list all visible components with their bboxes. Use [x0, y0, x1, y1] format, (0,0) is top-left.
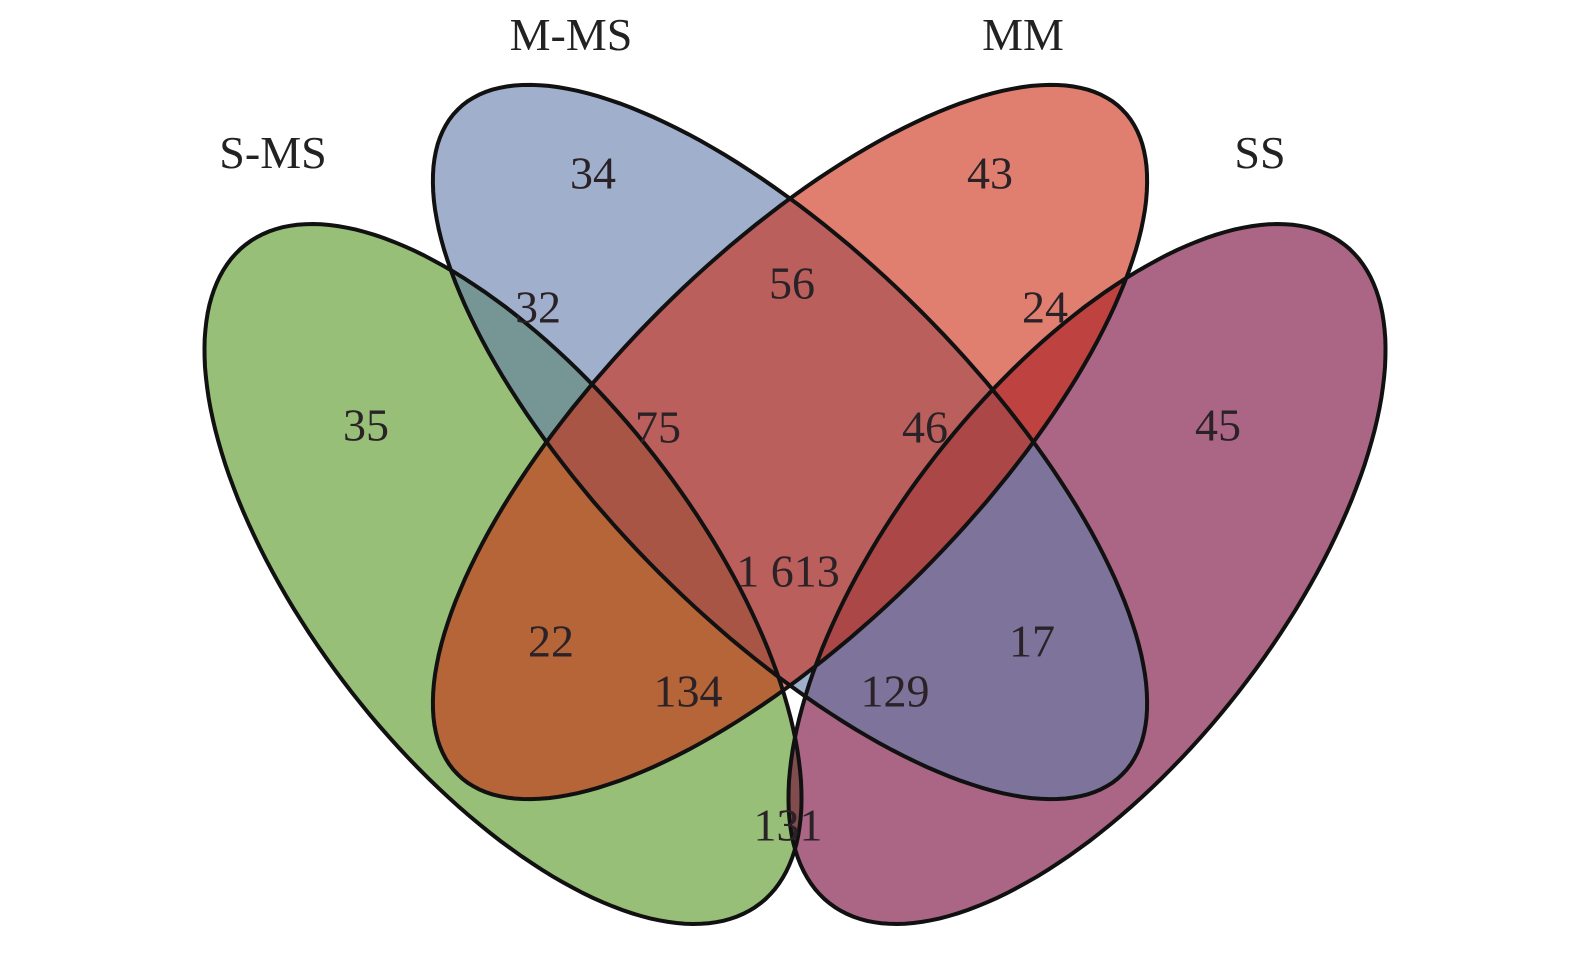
region-count: 75 — [635, 402, 681, 453]
region-count: 46 — [902, 402, 948, 453]
region-count: 1 613 — [736, 546, 840, 597]
region-count: 56 — [769, 258, 815, 309]
set-m-ms-outline — [430, 82, 1150, 802]
region-count: 32 — [515, 282, 561, 333]
region-count: 43 — [967, 148, 1013, 199]
set-ss-outline — [786, 221, 1388, 927]
set-label-m-ms: M-MS — [510, 9, 633, 60]
region-count: 24 — [1022, 282, 1068, 333]
region-count: 134 — [654, 666, 723, 717]
region-count: 22 — [528, 616, 574, 667]
set-label-s-ms: S-MS — [219, 127, 326, 178]
region-count: 131 — [754, 800, 823, 851]
region-count: 45 — [1195, 400, 1241, 451]
set-mm-outline — [430, 82, 1150, 802]
set-s-ms-outline — [202, 221, 804, 927]
region-count: 17 — [1009, 616, 1055, 667]
region-count: 129 — [861, 666, 930, 717]
region-count: 34 — [570, 148, 616, 199]
set-label-mm: MM — [982, 9, 1064, 60]
set-label-ss: SS — [1234, 127, 1285, 178]
set-mm-ellipse — [432, 84, 1148, 800]
region-count: 35 — [343, 400, 389, 451]
